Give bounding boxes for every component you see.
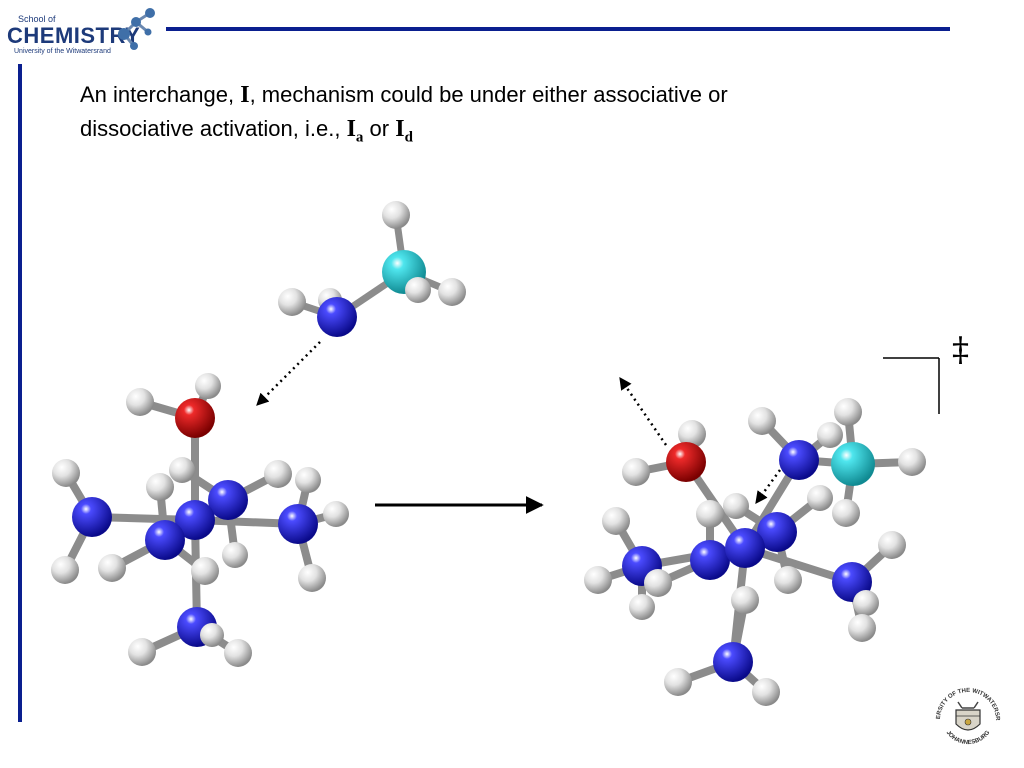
transition-state-symbol: ‡ — [952, 330, 969, 370]
university-seal-icon: UNIVERSITY OF THE WITWATERSRAND JOHANNES… — [932, 682, 1000, 746]
caption-symbol-i: I — [240, 82, 250, 108]
caption-part-4: or — [363, 116, 396, 141]
approach-dotted-arrow — [256, 341, 321, 406]
school-of-chemistry-logo: School of CHEMISTRY University of the Wi… — [7, 8, 155, 55]
logo-line-3: University of the Witwatersrand — [14, 48, 111, 55]
caption-part-3: dissociative activation, i.e., — [80, 116, 347, 141]
side-rule — [18, 64, 22, 722]
header-rule — [166, 27, 950, 31]
reactant-complex — [51, 373, 349, 667]
caption-part-1: An interchange, — [80, 82, 241, 107]
caption-symbol-id: I — [395, 116, 405, 142]
caption-subscript-d: d — [404, 129, 413, 146]
slide-caption: An interchange, I, mechanism could be un… — [80, 78, 900, 154]
leaving-dotted-arrow — [618, 376, 668, 446]
seal-bottom-text: JOHANNESBURG — [945, 730, 992, 746]
transition-state-bracket — [883, 357, 940, 414]
incoming-ligand-molecule — [278, 201, 466, 337]
logo-line-2: CHEMISTRY — [7, 23, 140, 48]
molecule-logo-icon — [118, 8, 155, 50]
caption-part-2: , mechanism could be under either associ… — [249, 82, 728, 107]
caption-symbol-ia: I — [346, 116, 356, 142]
incoming-dotted-arrow — [754, 469, 782, 505]
transition-state-complex — [584, 398, 926, 706]
caption-subscript-a: a — [355, 129, 364, 146]
logo-line-1: School of — [18, 14, 56, 24]
